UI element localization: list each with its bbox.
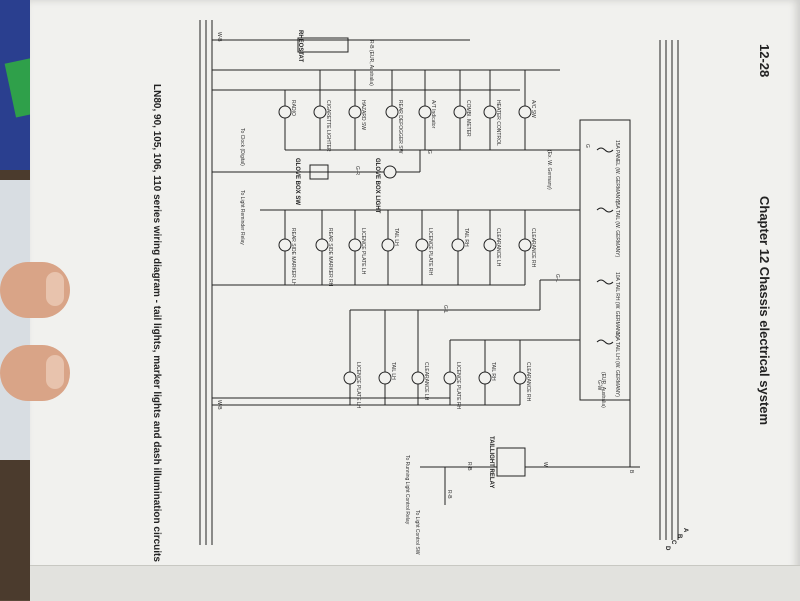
lamp-label: REAR DEFOGGER SW <box>397 100 403 154</box>
edge-letter: B <box>676 534 682 539</box>
rheostat-note: R-B (EUR, Australia) <box>368 40 374 86</box>
to-running-light-label: To Running Light Control Relay <box>404 455 410 525</box>
wire-code: G-W <box>596 380 602 391</box>
marker-lamp-label: TAIL RH <box>463 228 469 247</box>
lamp-label: A/T Indicator <box>430 100 436 129</box>
to-light-control-label: To Light Control SW <box>414 510 420 555</box>
wire-code: R-B <box>466 462 472 471</box>
marker-lamp-label: LICENCE PLATE RH <box>427 228 433 276</box>
wire-code: R-B <box>446 490 452 499</box>
wire-code: B <box>628 470 634 474</box>
marker-lamp-label: CLEARANCE RH <box>530 228 536 268</box>
wire-code: G-L <box>554 274 560 283</box>
lamp-label: HAZARD SW <box>360 100 366 130</box>
taillight-relay-label: TAILLIGHT RELAY <box>488 436 494 489</box>
rheostat-label: RHEOSTAT <box>297 30 303 63</box>
edge-letter: A <box>682 528 688 533</box>
wire-code: G-L <box>442 305 448 314</box>
marker-lamp-label: CLEARANCE LH <box>495 228 501 267</box>
marker-lamp-label: CLEARANCE RH <box>525 362 531 402</box>
wire-code: W <box>542 462 548 467</box>
marker-lamp-label: TAIL LH <box>390 362 396 380</box>
marker-lamp-label: LICENCE PLATE LH <box>355 362 361 409</box>
lamp-label: RADIO <box>290 100 296 116</box>
edge-letter: D <box>664 546 670 551</box>
fuse-label: 10A TAIL LH (W. GERMANY) <box>614 332 620 397</box>
finger-bottom <box>0 345 70 401</box>
wire-code: G-R <box>354 166 360 176</box>
wire-code: W-B <box>216 400 222 410</box>
marker-lamp-label: TAIL RH <box>490 362 496 381</box>
lamp-label: HEATER CONTROL <box>495 100 501 146</box>
fuse-label: 15A PANEL (W. GERMANY) <box>614 140 620 204</box>
marker-lamp-label: CLEARANCE LH <box>423 362 429 401</box>
ex-w-germany-note: (Ex. W. Germany) <box>546 150 552 190</box>
lamp-label: CIGARETTE LIGHTER <box>325 100 331 152</box>
marker-lamp-label: LICENCE PLATE LH <box>360 228 366 275</box>
next-page-edge <box>30 565 800 601</box>
marker-lamp-label: TAIL LH <box>393 228 399 246</box>
glove-box-light-label: GLOVE BOX LIGHT <box>374 158 380 214</box>
lamp-label: COMBI. METER <box>465 100 471 137</box>
lamp-label: A/C SW <box>530 100 536 118</box>
edge-letter: C <box>670 540 676 545</box>
marker-lamp-label: REAR SIDE MARKER LH <box>290 228 296 286</box>
wire-code: W-B <box>216 32 222 42</box>
to-clock-label: To Clock (Digital) <box>239 128 245 166</box>
glove-box-switch-label: GLOVE BOX SW <box>294 158 300 206</box>
wire-code: G <box>426 150 432 154</box>
fuse-label: 15A TAIL (W. GERMANY) <box>614 200 620 258</box>
finger-top <box>0 262 70 318</box>
to-light-reminder-label: To Light Reminder Relay <box>239 190 245 245</box>
marker-lamp-label: LICENCE PLATE RH <box>455 362 461 410</box>
fuse-label: 10A TAIL RH (W. GERMANY) <box>614 272 620 338</box>
marker-lamp-label: REAR SIDE MARKER RH <box>327 228 333 287</box>
wire-code: G <box>584 144 590 148</box>
